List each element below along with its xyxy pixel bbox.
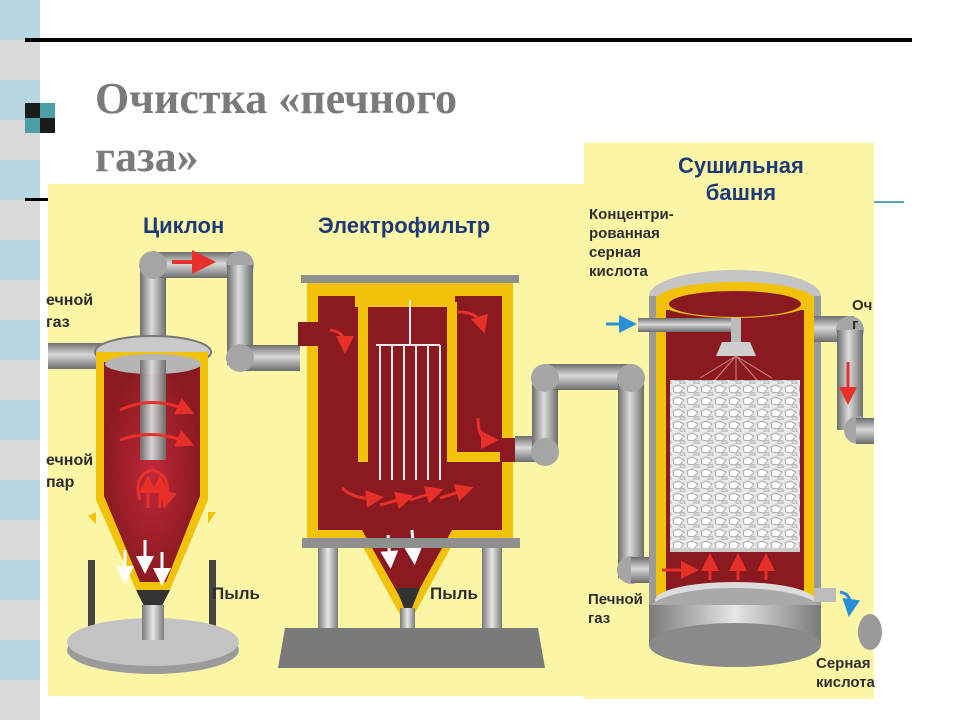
label-steam-line-2: пар: [46, 474, 75, 491]
drying-tower: [606, 270, 882, 667]
label-conc-acid-line-4: кислота: [589, 263, 648, 280]
connecting-pipe: [515, 364, 661, 584]
lower-rule-right: [872, 201, 904, 203]
strip-cell: [0, 240, 40, 280]
drying-tower-title-line-2: башня: [705, 180, 777, 205]
strip-cell: [0, 320, 40, 360]
strip-cell: [0, 160, 40, 200]
strip-cell: [0, 680, 40, 720]
label-conc-acid-line-1: Концентри-: [589, 206, 674, 223]
strip-cell: [0, 440, 40, 480]
label-conc-acid-line-2: рованная: [589, 225, 660, 242]
strip-cell: [0, 360, 40, 400]
label-concentrated-acid: Концентри- рованная серная кислота: [589, 205, 674, 281]
label-conc-acid-line-3: серная: [589, 244, 642, 261]
slide-title: Очистка «печного газа»: [95, 70, 457, 186]
label-sulfuric-acid-line-1: Серная: [816, 655, 871, 672]
label-cleaned-gas: Оч г: [852, 296, 872, 334]
electrofilter: [278, 275, 545, 668]
title-line-1: Очистка «печного: [95, 74, 458, 123]
strip-cell: [0, 0, 40, 40]
label-furnace-gas-in-line-1: ечной: [46, 292, 94, 309]
strip-cell: [0, 280, 40, 320]
label-cleaned-line-2: г: [852, 316, 859, 333]
label-dust-cyclone: Пыль: [212, 584, 260, 603]
drying-tower-title: Сушильная башня: [678, 152, 804, 206]
drying-tower-title-line-1: Сушильная: [678, 153, 804, 178]
label-dust-filter: Пыль: [430, 584, 478, 603]
bullet-square-icon: [25, 103, 55, 133]
label-sulfuric-acid-line-2: кислота: [816, 674, 875, 691]
strip-cell: [0, 480, 40, 520]
title-line-2: газа»: [95, 132, 199, 181]
label-furnace-gas-in-line-2: газ: [46, 314, 70, 331]
cyclone: [48, 250, 300, 674]
strip-cell: [0, 600, 40, 640]
strip-cell: [0, 200, 40, 240]
electrofilter-title: Электрофильтр: [318, 213, 491, 238]
cyclone-title: Циклон: [143, 213, 225, 238]
strip-cell: [0, 640, 40, 680]
label-furnace-gas-tower: Печной газ: [588, 590, 643, 628]
label-furnace-gas-tower-line-1: Печной: [588, 591, 643, 608]
label-furnace-gas-tower-line-2: газ: [588, 610, 611, 627]
label-cleaned-line-1: Оч: [852, 297, 873, 314]
label-sulfuric-acid: Серная кислота: [816, 654, 875, 692]
label-steam: ечной пар: [46, 450, 93, 494]
lower-rule-left: [25, 198, 55, 201]
strip-cell: [0, 40, 40, 80]
top-rule: [25, 38, 912, 42]
label-furnace-gas-in: ечной газ: [46, 290, 93, 334]
label-steam-line-1: ечной: [46, 452, 94, 469]
strip-cell: [0, 400, 40, 440]
strip-cell: [0, 560, 40, 600]
strip-cell: [0, 520, 40, 560]
